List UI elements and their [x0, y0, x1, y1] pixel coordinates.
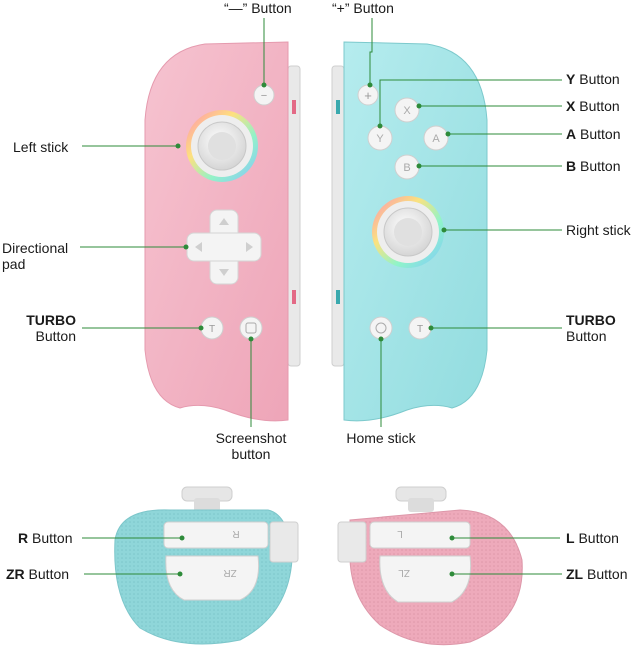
label-zl-button: ZL Button [566, 566, 628, 582]
label-r-button: R Button [18, 530, 73, 546]
label-right-stick: Right stick [566, 222, 631, 238]
svg-text:ZL: ZL [398, 567, 410, 578]
left-rail-led [292, 290, 296, 304]
label-y-button: Y Button [566, 71, 620, 87]
minus-button[interactable]: − [253, 84, 275, 106]
svg-text:+: + [364, 88, 372, 103]
label-left-stick: Left stick [13, 139, 69, 155]
right-joycon: + X Y A B [331, 41, 488, 422]
label-turbo-right: TURBO Button [566, 312, 616, 344]
a-button[interactable]: A [423, 125, 449, 151]
directional-pad[interactable] [186, 209, 262, 285]
right-rail-led [336, 100, 340, 114]
plus-button[interactable]: + [357, 84, 379, 106]
right-joycon-top-view: R ZR [114, 486, 299, 645]
y-button[interactable]: Y [367, 125, 393, 151]
home-button[interactable] [369, 316, 393, 340]
zl-trigger[interactable]: ZL [379, 555, 472, 603]
label-plus-button: “+” Button [332, 0, 394, 16]
label-turbo-right-line2: Button [566, 328, 607, 344]
turbo-button-left[interactable]: T [200, 316, 224, 340]
label-x-button: X Button [566, 98, 620, 114]
left-stick[interactable] [186, 110, 258, 182]
label-turbo-right-line1: TURBO [566, 312, 616, 328]
r-trigger[interactable]: R [163, 521, 269, 549]
svg-text:Y: Y [376, 133, 384, 145]
label-home-stick: Home stick [346, 430, 416, 446]
svg-text:−: − [261, 90, 267, 102]
svg-text:L: L [397, 528, 403, 539]
b-button[interactable]: B [394, 154, 420, 180]
right-stick[interactable] [372, 196, 444, 268]
label-turbo-left-line1: TURBO [26, 312, 76, 328]
label-a-button: A Button [566, 126, 621, 142]
label-turbo-left: TURBO Button [6, 312, 76, 344]
svg-text:T: T [417, 324, 423, 335]
svg-text:A: A [432, 133, 440, 145]
label-directional-pad-line1: Directional [2, 240, 69, 256]
left-joycon-top-view: L ZL [337, 486, 523, 646]
label-zr-button: ZR Button [6, 566, 70, 582]
leader-plus [369, 18, 373, 85]
svg-text:X: X [403, 105, 411, 117]
label-turbo-left-line2: Button [35, 328, 76, 344]
label-screenshot: Screenshot button [200, 430, 302, 462]
label-screenshot-line2: button [231, 446, 271, 462]
svg-text:R: R [232, 528, 239, 539]
leader-y [379, 79, 562, 126]
label-b-button: B Button [566, 158, 621, 174]
label-minus-button: “—” Button [224, 0, 292, 16]
zr-trigger[interactable]: ZR [165, 555, 260, 601]
label-l-button: L Button [566, 530, 619, 546]
l-trigger[interactable]: L [369, 521, 471, 549]
screenshot-button[interactable] [239, 316, 263, 340]
left-rail-led [292, 100, 296, 114]
svg-text:ZR: ZR [223, 567, 236, 578]
left-joycon: − T [144, 41, 301, 422]
leader-lines [80, 18, 562, 575]
turbo-button-right[interactable]: T [408, 316, 432, 340]
leader-dots [175, 82, 455, 577]
svg-text:T: T [209, 324, 215, 335]
svg-text:B: B [403, 162, 410, 174]
label-directional-pad: Directional pad [2, 240, 68, 272]
right-rail-led [336, 290, 340, 304]
label-screenshot-line1: Screenshot [215, 430, 287, 446]
label-directional-pad-line2: pad [2, 256, 26, 272]
x-button[interactable]: X [394, 97, 420, 123]
